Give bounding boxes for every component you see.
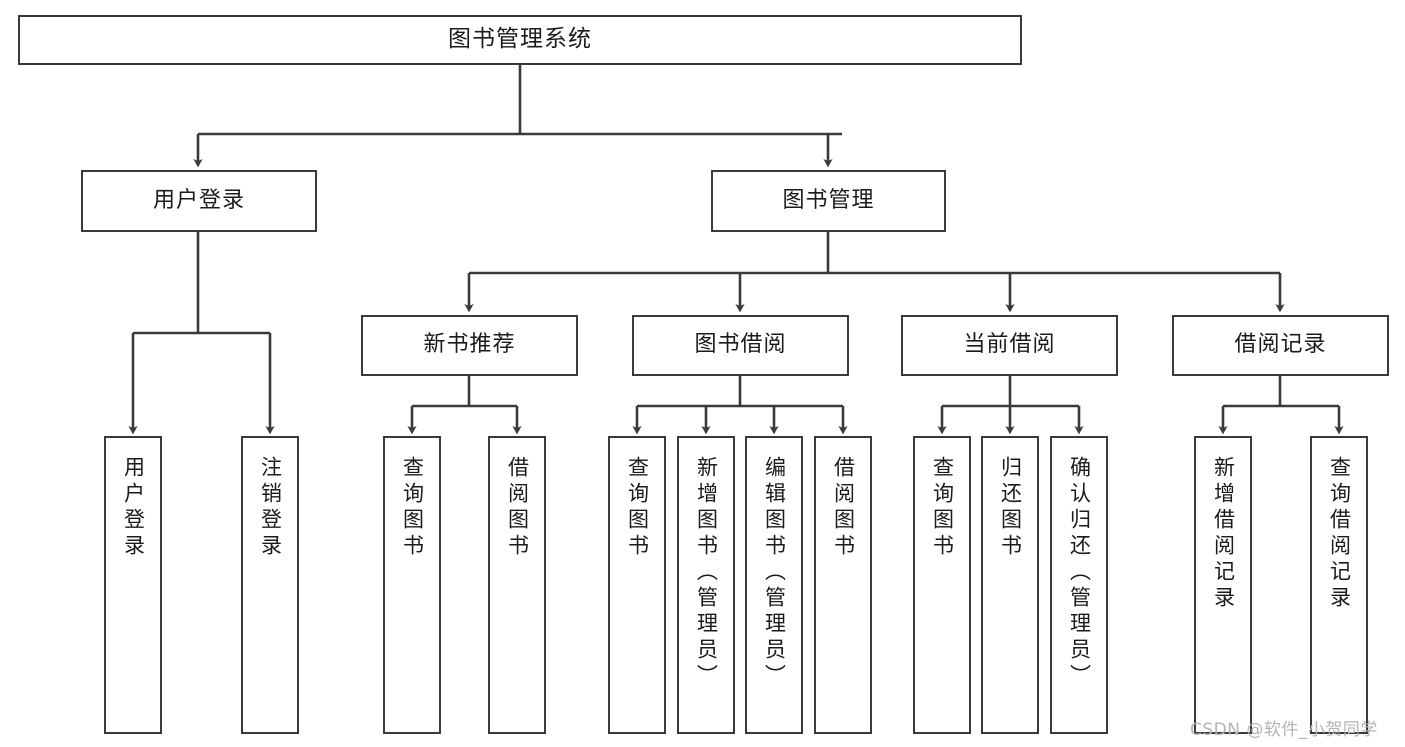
leaf-new-book-query-book[interactable]: 查询图书 [383, 436, 441, 734]
node-label: 借阅图书 [831, 456, 856, 560]
node-label: 查询图书 [400, 456, 425, 560]
leaf-user-login-logout[interactable]: 注销登录 [241, 436, 299, 734]
node-user-login[interactable]: 用户登录 [81, 170, 317, 232]
leaf-current-borrow-confirm-return-admin[interactable]: 确认归还（管理员） [1050, 436, 1108, 734]
node-label: 新书推荐 [423, 332, 516, 358]
node-label: 注销登录 [258, 456, 283, 560]
node-label: 图书管理 [782, 187, 875, 213]
leaf-current-borrow-return-book[interactable]: 归还图书 [981, 436, 1039, 734]
node-label: 新增图书（管理员） [694, 456, 719, 690]
node-label: 图书管理系统 [448, 26, 592, 53]
node-label: 查询借阅记录 [1327, 456, 1352, 612]
leaf-borrow-record-add-record[interactable]: 新增借阅记录 [1194, 436, 1252, 734]
node-label: 查询图书 [930, 456, 955, 560]
node-label: 确认归还（管理员） [1067, 456, 1092, 690]
leaf-user-login-login[interactable]: 用户登录 [104, 436, 162, 734]
watermark-csdn: CSDN @软件_小贺同学 [1190, 715, 1378, 740]
node-book-management[interactable]: 图书管理 [711, 170, 946, 232]
node-borrow-record[interactable]: 借阅记录 [1172, 315, 1389, 376]
node-new-book-recommend[interactable]: 新书推荐 [361, 315, 578, 376]
node-label: 用户登录 [152, 187, 245, 213]
leaf-book-borrow-add-book-admin[interactable]: 新增图书（管理员） [677, 436, 735, 734]
leaf-current-borrow-query-book[interactable]: 查询图书 [913, 436, 971, 734]
leaf-new-book-borrow-book[interactable]: 借阅图书 [488, 436, 546, 734]
node-label: 编辑图书（管理员） [762, 456, 787, 690]
node-label: 新增借阅记录 [1211, 456, 1236, 612]
leaf-borrow-record-query-record[interactable]: 查询借阅记录 [1310, 436, 1368, 734]
node-book-borrow[interactable]: 图书借阅 [632, 315, 849, 376]
leaf-book-borrow-query-book[interactable]: 查询图书 [608, 436, 666, 734]
node-current-borrow[interactable]: 当前借阅 [901, 315, 1118, 376]
node-label: 查询图书 [625, 456, 650, 560]
leaf-book-borrow-borrow-book[interactable]: 借阅图书 [814, 436, 872, 734]
node-label: 用户登录 [121, 456, 146, 560]
node-label: 当前借阅 [963, 332, 1056, 358]
leaf-book-borrow-edit-book-admin[interactable]: 编辑图书（管理员） [745, 436, 803, 734]
node-label: 借阅记录 [1234, 332, 1327, 358]
node-label: 图书借阅 [694, 332, 787, 358]
node-root-book-management-system[interactable]: 图书管理系统 [18, 15, 1022, 65]
watermark-text: CSDN @软件_小贺同学 [1190, 720, 1378, 740]
node-label: 归还图书 [998, 456, 1023, 560]
node-label: 借阅图书 [505, 456, 530, 560]
